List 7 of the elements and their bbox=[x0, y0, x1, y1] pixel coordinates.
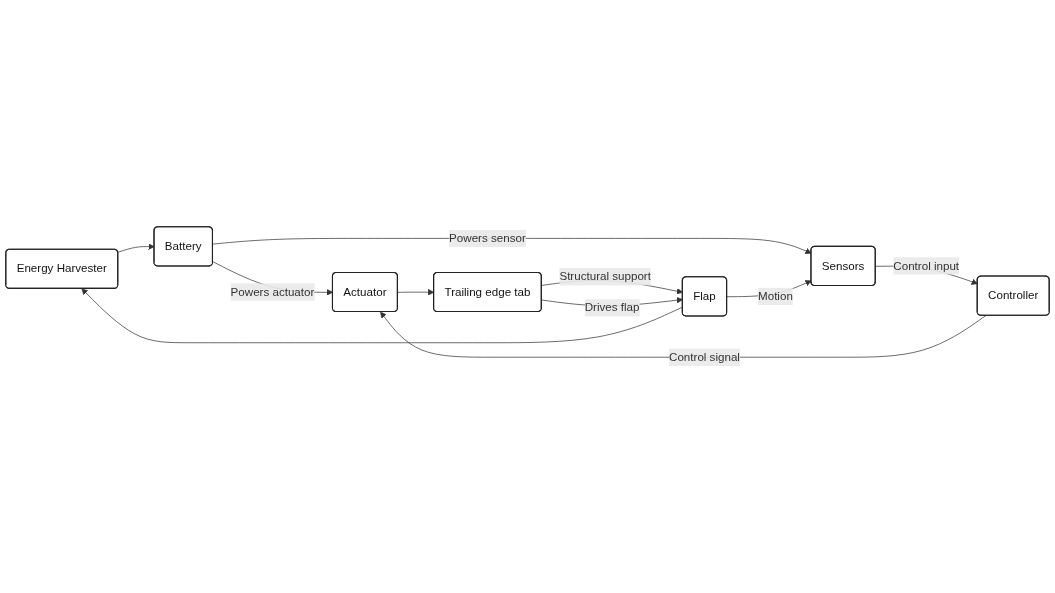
edge-label: Control input bbox=[893, 259, 960, 272]
edge-label: Powers sensor bbox=[449, 232, 526, 245]
edge-label: Motion bbox=[758, 289, 793, 303]
edge-label: Structural support bbox=[559, 270, 651, 283]
edge-label: Drives flap bbox=[584, 301, 640, 314]
edge-label: Control signal bbox=[669, 350, 740, 364]
edge-label: Powers actuator bbox=[230, 285, 315, 298]
